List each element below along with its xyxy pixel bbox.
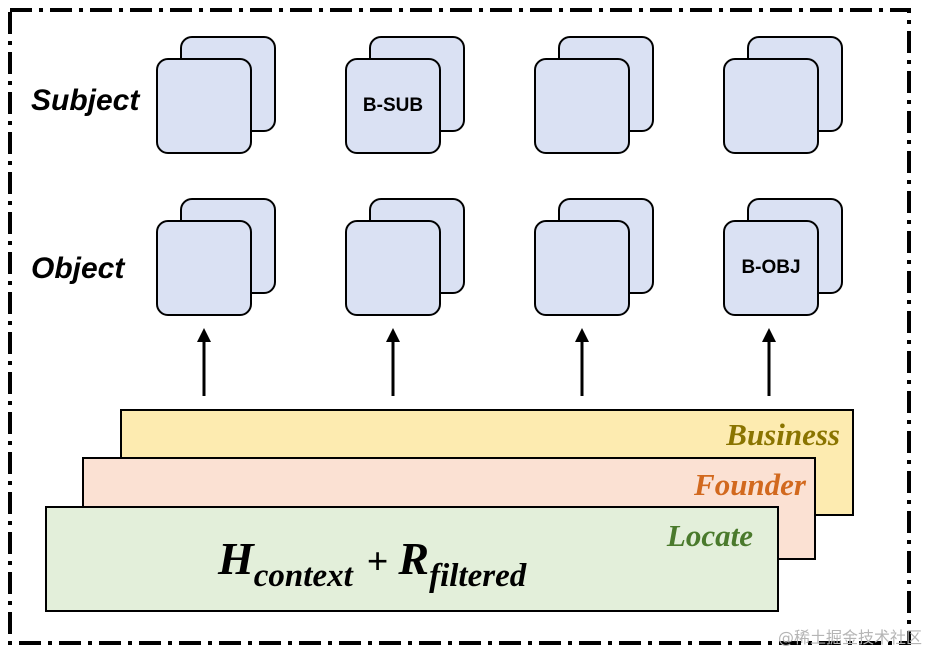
subject-card-front [534,58,630,154]
object-card-text: B-OBJ [741,257,801,278]
formula-plus: + [366,541,389,583]
object-cell-2 [345,198,469,320]
locate-label: Locate [666,518,753,553]
formula-r-subscript: filtered [429,558,527,594]
formula-h: H [218,533,254,584]
watermark: @稀土掘金技术社区 [777,628,922,647]
subject-card-text: B-SUB [362,95,424,116]
object-card-front: B-OBJ [723,220,819,316]
object-card-front [345,220,441,316]
formula-h-subscript: context [253,558,353,594]
object-card-front [156,220,252,316]
subject-cell-3 [534,36,658,158]
locate-layer: Locate [45,506,779,612]
founder-label: Founder [694,467,806,502]
formula-r: R [398,533,430,584]
subject-row-label: Subject [31,84,140,117]
up-arrow-icon [762,328,776,396]
subject-cell-4 [723,36,847,158]
business-label: Business [726,417,840,452]
object-cell-1 [156,198,280,320]
object-row-label: Object [31,252,125,285]
object-cell-3 [534,198,658,320]
subject-card-front [723,58,819,154]
up-arrow-icon [386,328,400,396]
subject-card-front: B-SUB [345,58,441,154]
up-arrow-icon [575,328,589,396]
formula: Hcontext +Rfiltered [218,532,526,594]
subject-cell-1 [156,36,280,158]
subject-cell-2: B-SUB [345,36,469,158]
object-card-front [534,220,630,316]
subject-card-front [156,58,252,154]
object-cell-4: B-OBJ [723,198,847,320]
up-arrow-icon [197,328,211,396]
